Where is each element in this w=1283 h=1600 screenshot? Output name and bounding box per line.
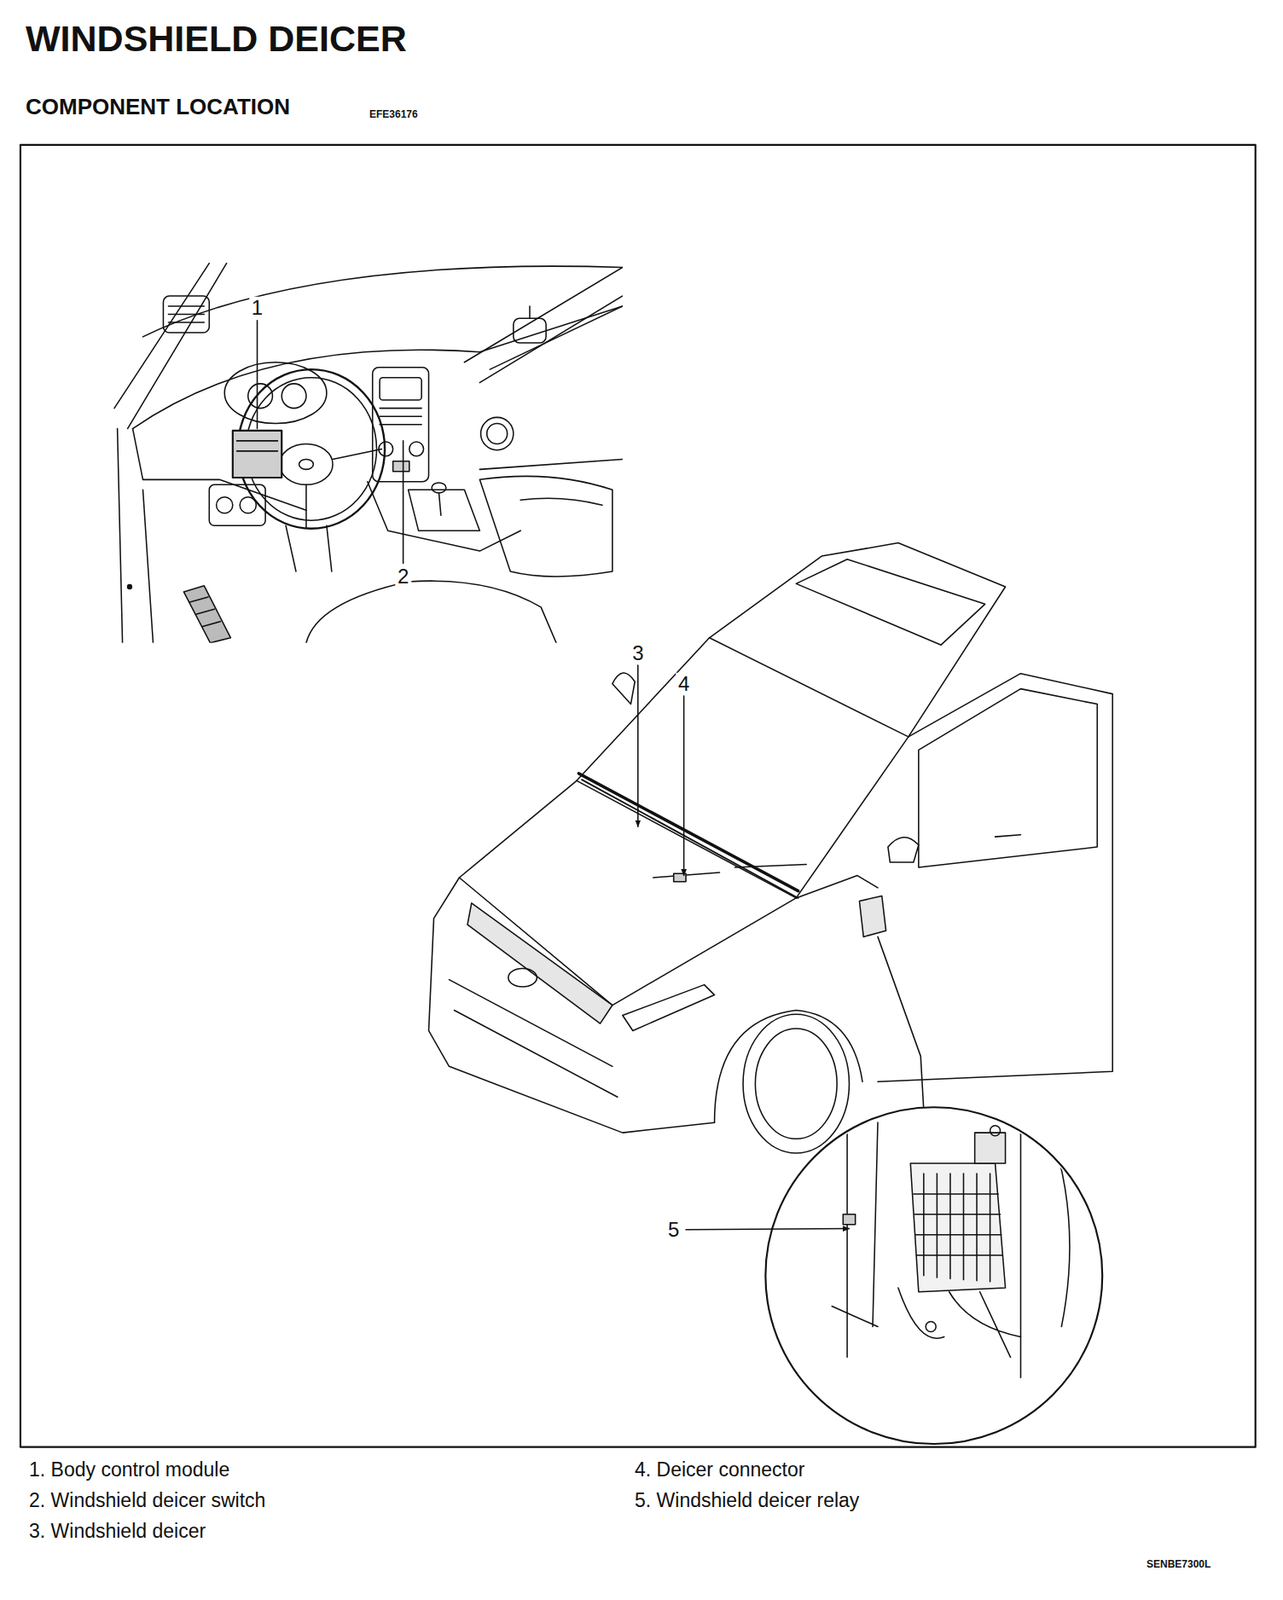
windshield-deicer (578, 773, 798, 899)
vehicle-body (995, 835, 1022, 837)
interior-view (117, 429, 154, 644)
part-name: 4. Deicer connector (634, 1459, 805, 1481)
interior-view (528, 306, 531, 319)
callout-number: 4 (675, 672, 692, 695)
interior-view (464, 267, 622, 383)
interior-view (438, 493, 441, 516)
leader-line (402, 441, 405, 564)
interior-view (143, 266, 623, 337)
leader-line (685, 1229, 849, 1231)
detail-view (925, 1321, 936, 1332)
part-name: 3. Windshield deicer (29, 1521, 206, 1543)
section-heading: COMPONENT LOCATION (25, 94, 291, 120)
interior-view (127, 585, 133, 590)
detail-view (1021, 1122, 1070, 1378)
interior-view (487, 423, 508, 445)
interior-view (431, 482, 447, 494)
detail-view (990, 1126, 1001, 1137)
detail-circle (765, 1107, 1103, 1445)
windshield-deicer (581, 779, 799, 899)
vehicle-body (795, 559, 985, 646)
part-name: 5. Windshield deicer relay (634, 1490, 860, 1512)
windshield-deicer (578, 773, 798, 892)
interior-view (379, 377, 422, 401)
interior-view (479, 476, 613, 577)
vehicle-body (743, 1014, 849, 1154)
detail-view (910, 1163, 1005, 1293)
vehicle-body (612, 673, 635, 705)
callout-number: 2 (394, 565, 412, 588)
leader-line (683, 696, 686, 877)
interior-view (114, 263, 623, 644)
detail-view (831, 1122, 1070, 1378)
vehicle-body (458, 780, 796, 1005)
interior-view (216, 497, 233, 514)
interior-view (285, 525, 332, 572)
vehicle-body (888, 837, 919, 863)
vehicle-body (795, 876, 878, 899)
vehicle-body (576, 638, 909, 899)
interior-view (367, 481, 521, 552)
detail-view (913, 1194, 1003, 1256)
interior-view (409, 441, 424, 457)
vehicle-body (508, 968, 538, 987)
interior-view (168, 306, 204, 323)
vehicle-body (622, 985, 715, 1032)
callout-number: 1 (249, 296, 266, 320)
interior-view (162, 296, 209, 333)
detail-view (923, 1173, 991, 1283)
vehicle-body (429, 543, 1114, 1155)
vehicle-body (877, 673, 1113, 1083)
vehicle-body (918, 689, 1098, 868)
interior-view (224, 362, 327, 424)
callout-number: 5 (665, 1219, 682, 1242)
detail-view (842, 1214, 855, 1225)
interior-view (279, 443, 333, 485)
part-name: 2. Windshield deicer switch (29, 1490, 266, 1512)
interior-view (183, 586, 231, 644)
relay-box (859, 896, 924, 1111)
relay-box (859, 896, 886, 938)
interior-view (306, 580, 557, 644)
page-title: WINDSHIELD DEICER (25, 18, 407, 59)
vehicle-body (714, 1010, 863, 1124)
interior-view (393, 461, 410, 472)
leader-line (637, 665, 639, 827)
interior-view (372, 367, 430, 482)
callout-number: 3 (629, 642, 646, 665)
interior-view (208, 484, 266, 526)
vehicle-body (467, 903, 613, 1024)
vehicle-body (754, 1028, 837, 1139)
interior-view (232, 430, 282, 478)
section-code: EFE36176 (369, 109, 418, 121)
interior-view (299, 458, 314, 470)
figure-frame (20, 145, 1256, 1448)
interior-view (378, 441, 394, 457)
interior-view (513, 318, 546, 343)
figure-code: SENBE7300L (1146, 1559, 1211, 1571)
vehicle-body (448, 980, 617, 1098)
vehicle-body (429, 877, 715, 1133)
interior-view (408, 489, 481, 531)
interior-view (481, 417, 514, 450)
interior-view (479, 306, 623, 470)
interior-view (281, 383, 307, 409)
interior-view (520, 498, 603, 506)
interior-view (114, 263, 227, 430)
relay-box (877, 936, 924, 1110)
part-name: 1. Body control module (29, 1459, 230, 1481)
interior-view (237, 441, 279, 452)
interior-view (190, 597, 221, 627)
drawing (20, 145, 1256, 1448)
detail-view (831, 1122, 878, 1358)
interior-view (379, 408, 422, 425)
leader-line (256, 320, 259, 430)
detail-view (898, 1288, 1022, 1358)
detail-view (975, 1132, 1006, 1164)
leader-line (257, 320, 850, 1231)
